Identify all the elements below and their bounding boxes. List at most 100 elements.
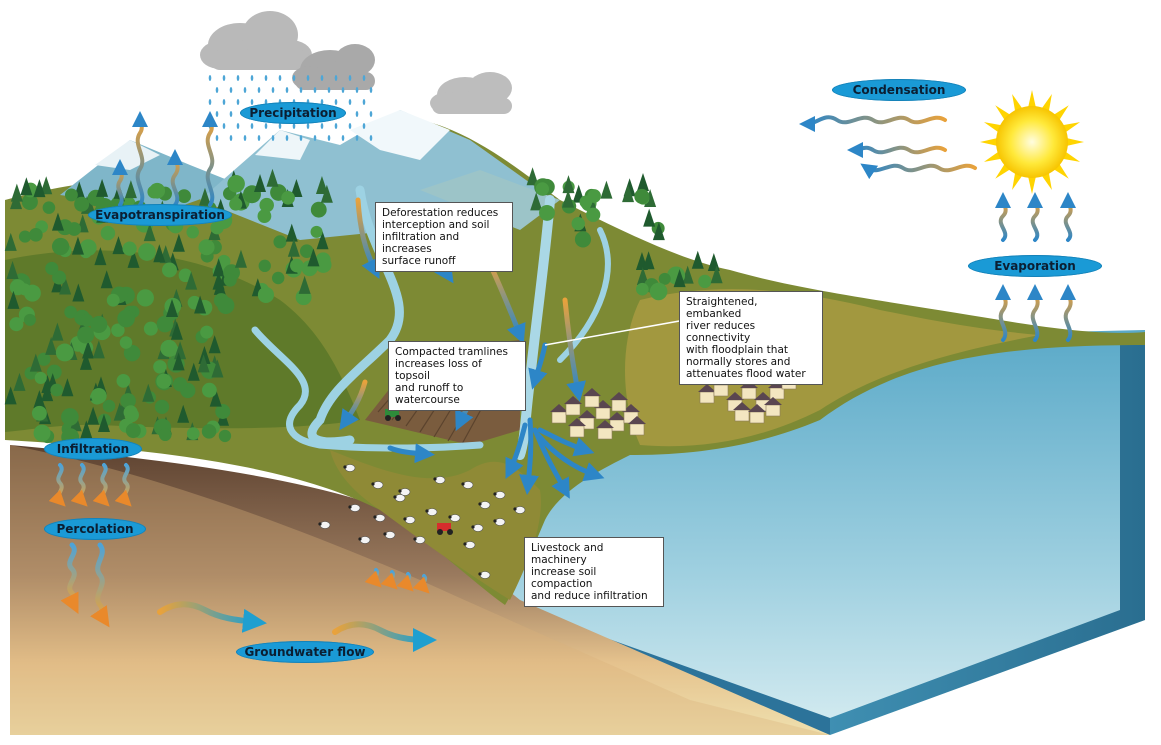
raindrop <box>236 99 240 105</box>
raindrop <box>250 99 254 105</box>
conifer-tree <box>4 232 17 251</box>
deciduous-tree <box>80 314 94 327</box>
deciduous-tree <box>74 196 90 212</box>
sheep <box>374 514 386 522</box>
conifer-tree <box>143 223 156 242</box>
deciduous-tree <box>34 371 47 384</box>
raindrop <box>362 75 366 81</box>
conifer-tree <box>92 340 105 359</box>
tractor-icon <box>385 409 401 421</box>
house <box>584 395 600 408</box>
sheep <box>344 464 356 472</box>
raindrop <box>306 123 310 129</box>
village-left <box>550 388 646 440</box>
deciduous-tree <box>158 428 172 442</box>
deciduous-tree <box>143 321 158 336</box>
sheep <box>472 524 484 532</box>
raindrop <box>348 123 352 129</box>
sheep <box>449 514 461 522</box>
conifer-tree <box>41 383 54 402</box>
conifer-tree <box>79 351 92 370</box>
conifer-tree <box>194 295 207 314</box>
label-condensation: Condensation <box>832 79 966 101</box>
deciduous-tree <box>156 373 172 389</box>
house <box>597 427 613 440</box>
conifer-tree <box>290 179 303 198</box>
deciduous-tree <box>258 259 271 273</box>
deciduous-tree <box>125 423 141 439</box>
raindrop <box>257 135 261 141</box>
deciduous-tree <box>310 201 327 218</box>
deciduous-tree <box>200 325 214 339</box>
raindrop <box>250 75 254 81</box>
deciduous-tree <box>90 315 108 333</box>
conifer-tree <box>530 192 543 211</box>
deciduous-tree <box>658 272 671 285</box>
conifer-tree <box>127 249 140 268</box>
raindrop <box>292 123 296 129</box>
forest <box>4 167 723 447</box>
conifer-tree <box>707 253 720 272</box>
deciduous-tree <box>535 182 550 196</box>
conifer-tree <box>166 298 179 317</box>
deciduous-tree <box>201 382 217 398</box>
house <box>629 423 645 436</box>
sheep <box>479 571 491 579</box>
deciduous-tree <box>201 424 217 439</box>
deciduous-tree <box>153 360 167 374</box>
note-tramlines: Compacted tramlines increases loss of to… <box>388 341 526 411</box>
conifer-tree <box>100 270 113 289</box>
deciduous-tree <box>23 313 36 326</box>
deciduous-tree <box>102 399 116 413</box>
house <box>741 387 757 400</box>
house <box>569 425 585 438</box>
deciduous-tree <box>223 273 237 287</box>
deciduous-tree <box>31 405 47 421</box>
sheep <box>464 541 476 549</box>
conifer-tree <box>45 336 58 355</box>
conifer-tree <box>142 383 155 402</box>
raindrop <box>236 75 240 81</box>
sheep <box>384 531 396 539</box>
sheep <box>414 536 426 544</box>
house <box>699 391 715 404</box>
conifer-tree <box>234 249 247 268</box>
conifer-tree <box>82 340 95 359</box>
outflow-arrows <box>505 417 605 499</box>
deciduous-tree <box>106 293 120 307</box>
raindrop <box>222 99 226 105</box>
conifer-tree <box>4 386 17 405</box>
deciduous-tree <box>122 241 137 256</box>
raindrop <box>236 123 240 129</box>
raindrop <box>215 87 219 93</box>
raindrop <box>334 123 338 129</box>
deciduous-tree <box>281 190 295 205</box>
label-precipitation: Precipitation <box>240 102 346 124</box>
raindrop <box>229 135 233 141</box>
conifer-tree <box>187 362 200 381</box>
infiltration-arrows <box>48 463 430 594</box>
deciduous-tree <box>136 289 154 307</box>
deciduous-tree <box>123 344 141 362</box>
deciduous-tree <box>186 225 199 239</box>
raindrop <box>271 87 275 93</box>
label-evaporation: Evaporation <box>968 255 1102 277</box>
raindrop <box>264 123 268 129</box>
conifer-tree <box>97 413 110 432</box>
raindrop <box>320 75 324 81</box>
deciduous-tree <box>46 364 62 380</box>
red-tractor-icon <box>437 523 453 535</box>
evaporation-arrows <box>995 192 1077 342</box>
conifer-tree <box>285 223 298 242</box>
deciduous-tree <box>574 231 592 248</box>
conifer-tree <box>637 173 650 192</box>
condensation-arrows <box>799 115 977 180</box>
deciduous-tree <box>257 209 272 223</box>
deciduous-tree <box>138 243 156 261</box>
deciduous-tree <box>120 393 136 409</box>
deciduous-tree <box>64 188 78 202</box>
sheep <box>404 516 416 524</box>
conifer-tree <box>40 176 53 195</box>
conifer-tree <box>198 187 211 206</box>
